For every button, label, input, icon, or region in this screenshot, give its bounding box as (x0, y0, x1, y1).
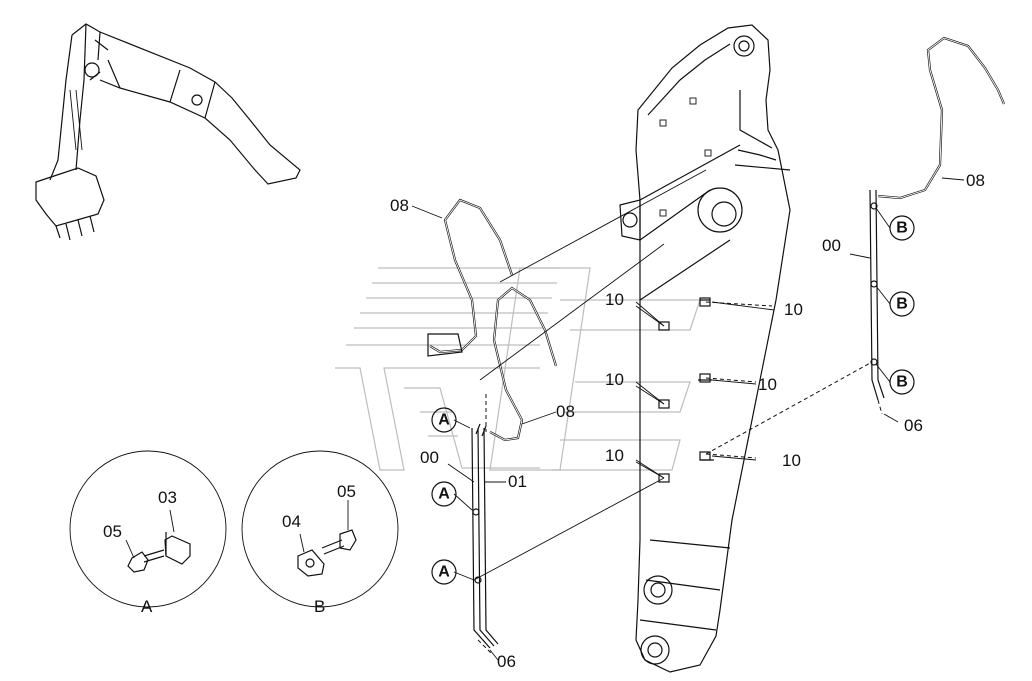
label-08-left: 08 (390, 196, 409, 215)
routing-lines (473, 169, 883, 655)
callout-b-3 (889, 369, 915, 395)
machine-thumbnail (35, 23, 301, 241)
callout-b-1-label: B (896, 220, 908, 237)
callout-b-2 (889, 291, 915, 317)
callout-a-2 (431, 481, 457, 507)
callout-b-1 (889, 215, 915, 241)
arm-structure (619, 24, 791, 673)
pipe-brackets (658, 297, 711, 483)
label-06-right: 06 (904, 416, 923, 435)
callout-a-1-label: A (438, 412, 450, 429)
label-06-left: 06 (497, 652, 516, 671)
leader-lines (125, 177, 965, 661)
callout-a-3-label: A (438, 564, 450, 581)
label-00-left: 00 (420, 448, 439, 467)
label-10-right-1: 10 (784, 300, 803, 319)
callout-a-3 (431, 559, 457, 585)
label-10-left-2: 10 (605, 370, 624, 389)
label-05-view-b: 05 (337, 482, 356, 501)
label-10-right-3: 10 (782, 451, 801, 470)
view-b-caption: B (314, 597, 325, 616)
watermark-logo (335, 267, 701, 471)
label-04: 04 (282, 512, 301, 531)
label-10-left-3: 10 (605, 446, 624, 465)
callout-a-2-label: A (438, 486, 450, 503)
view-callouts: A A A B B B (431, 215, 915, 585)
label-01: 01 (508, 472, 527, 491)
callout-b-3-label: B (896, 374, 908, 391)
label-08-right: 08 (966, 171, 985, 190)
label-03: 03 (158, 488, 177, 507)
callout-a-1 (431, 407, 457, 433)
callout-b-2-label: B (896, 296, 908, 313)
label-10-left-1: 10 (605, 290, 624, 309)
right-pipe-assembly (869, 36, 1006, 401)
label-08-center: 08 (556, 402, 575, 421)
part-labels: 08 08 08 00 00 01 06 06 10 10 10 10 10 1… (103, 171, 985, 671)
left-pipe-assembly (427, 198, 558, 649)
label-00-right: 00 (822, 236, 841, 255)
detail-view-a (69, 450, 227, 608)
detail-view-b (241, 450, 399, 608)
view-a-caption: A (141, 597, 153, 616)
label-05-view-a: 05 (103, 522, 122, 541)
label-10-right-2: 10 (758, 375, 777, 394)
